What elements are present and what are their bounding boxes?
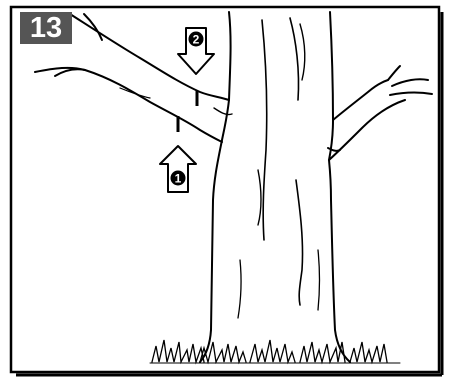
figure-border xyxy=(11,7,439,372)
marker-2-label: 2 xyxy=(193,33,200,47)
step-number-badge: 13 xyxy=(20,12,72,44)
marker-1-label: 1 xyxy=(175,172,182,186)
